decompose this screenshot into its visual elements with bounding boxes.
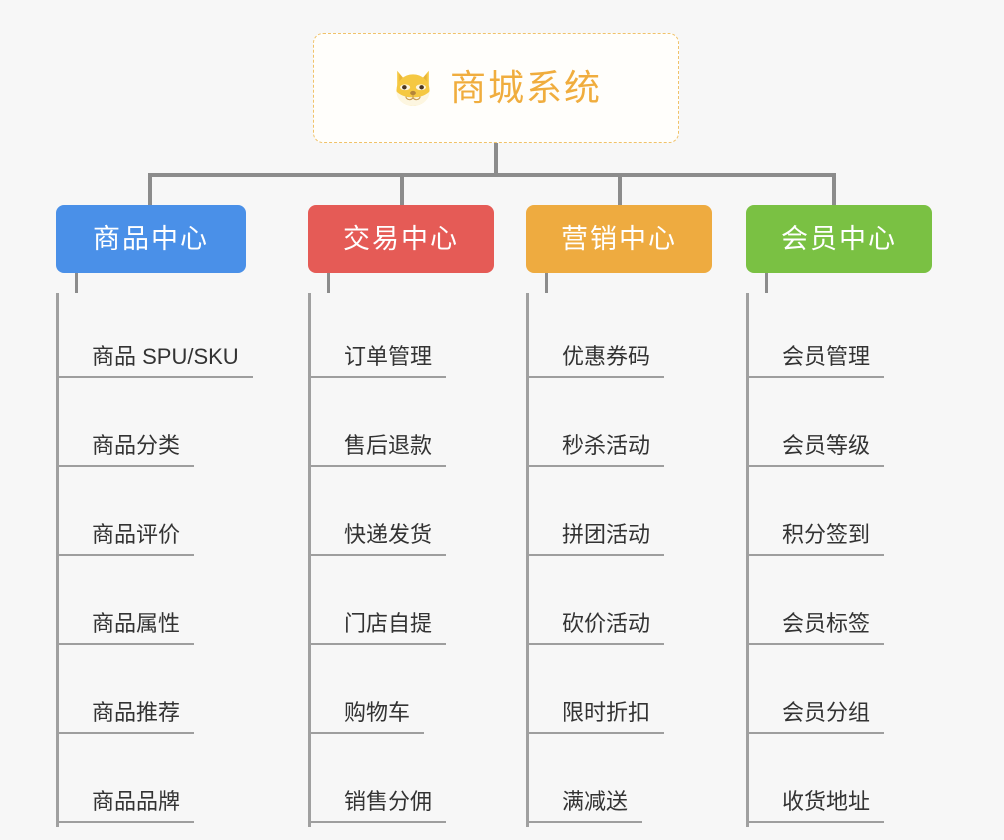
list-item[interactable]: 售后退款	[311, 382, 494, 471]
item-list-trade: 订单管理 售后退款 快递发货 门店自提 购物车 销售分佣	[308, 293, 494, 827]
category-label-marketing: 营销中心	[561, 223, 677, 254]
item-label: 商品 SPU/SKU	[59, 346, 253, 378]
list-item[interactable]: 购物车	[311, 649, 494, 738]
list-item[interactable]: 满减送	[529, 738, 712, 827]
item-label: 会员标签	[749, 613, 885, 645]
list-item[interactable]: 会员等级	[749, 382, 932, 471]
list-item[interactable]: 销售分佣	[311, 738, 494, 827]
column-marketing: 营销中心 优惠券码 秒杀活动 拼团活动 砍价活动 限时折扣 满减送	[526, 205, 712, 827]
list-item[interactable]: 砍价活动	[529, 560, 712, 649]
item-label: 会员等级	[749, 435, 885, 467]
item-label: 订单管理	[311, 346, 447, 378]
connector-stem-product	[75, 273, 78, 293]
item-label: 满减送	[529, 791, 643, 823]
list-item[interactable]: 订单管理	[311, 293, 494, 382]
root-title: 商城系统	[449, 67, 602, 108]
list-item[interactable]: 收货地址	[749, 738, 932, 827]
list-item[interactable]: 商品分类	[59, 382, 246, 471]
item-label: 售后退款	[311, 435, 447, 467]
item-list-member: 会员管理 会员等级 积分签到 会员标签 会员分组 收货地址	[746, 293, 932, 827]
item-label: 快递发货	[311, 524, 447, 556]
connector-drop-marketing	[618, 173, 622, 205]
list-item[interactable]: 会员分组	[749, 649, 932, 738]
list-item[interactable]: 商品 SPU/SKU	[59, 293, 253, 382]
connector-stem-trade	[327, 273, 330, 293]
list-item[interactable]: 商品评价	[59, 471, 246, 560]
category-label-member: 会员中心	[781, 223, 897, 254]
list-item[interactable]: 商品属性	[59, 560, 246, 649]
column-trade: 交易中心 订单管理 售后退款 快递发货 门店自提 购物车 销售分佣	[308, 205, 494, 827]
list-item[interactable]: 优惠券码	[529, 293, 712, 382]
list-item[interactable]: 门店自提	[311, 560, 494, 649]
category-box-member[interactable]: 会员中心	[746, 205, 932, 273]
connector-horizontal-bus	[148, 173, 836, 177]
connector-stem-marketing	[545, 273, 548, 293]
item-label: 商品属性	[59, 613, 195, 645]
item-label: 限时折扣	[529, 702, 665, 734]
connector-root-vertical	[494, 143, 498, 176]
list-item[interactable]: 秒杀活动	[529, 382, 712, 471]
item-label: 会员管理	[749, 346, 885, 378]
root-node[interactable]: 商城系统	[313, 33, 679, 143]
item-label: 收货地址	[749, 791, 885, 823]
list-item[interactable]: 商品推荐	[59, 649, 246, 738]
item-label: 销售分佣	[311, 791, 447, 823]
category-box-marketing[interactable]: 营销中心	[526, 205, 712, 273]
list-item[interactable]: 拼团活动	[529, 471, 712, 560]
item-label: 积分签到	[749, 524, 885, 556]
item-list-product: 商品 SPU/SKU 商品分类 商品评价 商品属性 商品推荐 商品品牌	[56, 293, 253, 827]
item-label: 商品分类	[59, 435, 195, 467]
item-label: 优惠券码	[529, 346, 665, 378]
list-item[interactable]: 会员管理	[749, 293, 932, 382]
list-item[interactable]: 快递发货	[311, 471, 494, 560]
item-label: 会员分组	[749, 702, 885, 734]
connector-drop-product	[148, 173, 152, 205]
list-item[interactable]: 积分签到	[749, 471, 932, 560]
category-box-product[interactable]: 商品中心	[56, 205, 246, 273]
item-label: 购物车	[311, 702, 425, 734]
item-label: 商品品牌	[59, 791, 195, 823]
connector-stem-member	[765, 273, 768, 293]
item-label: 秒杀活动	[529, 435, 665, 467]
category-box-trade[interactable]: 交易中心	[308, 205, 494, 273]
shiba-dog-icon	[396, 70, 430, 107]
list-item[interactable]: 商品品牌	[59, 738, 246, 827]
category-label-product: 商品中心	[93, 223, 209, 254]
item-label: 拼团活动	[529, 524, 665, 556]
item-label: 商品评价	[59, 524, 195, 556]
connector-drop-member	[832, 173, 836, 205]
column-member: 会员中心 会员管理 会员等级 积分签到 会员标签 会员分组 收货地址	[746, 205, 932, 827]
item-label: 门店自提	[311, 613, 447, 645]
item-label: 商品推荐	[59, 702, 195, 734]
column-product: 商品中心 商品 SPU/SKU 商品分类 商品评价 商品属性 商品推荐 商品品牌	[56, 205, 253, 827]
item-label: 砍价活动	[529, 613, 665, 645]
item-list-marketing: 优惠券码 秒杀活动 拼团活动 砍价活动 限时折扣 满减送	[526, 293, 712, 827]
list-item[interactable]: 会员标签	[749, 560, 932, 649]
category-label-trade: 交易中心	[343, 223, 459, 254]
list-item[interactable]: 限时折扣	[529, 649, 712, 738]
connector-drop-trade	[400, 173, 404, 205]
